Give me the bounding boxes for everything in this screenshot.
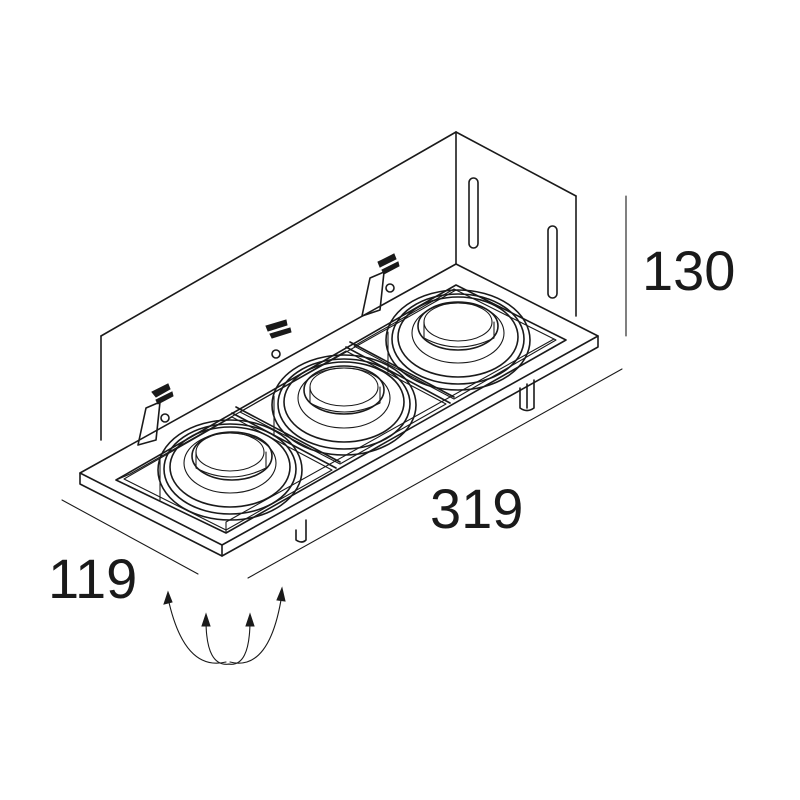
mounting-clip-right <box>361 253 400 317</box>
dimension-length-label: 319 <box>430 477 523 540</box>
mounting-clip-left <box>137 383 174 446</box>
spotlight-3 <box>385 289 531 391</box>
dimension-lines <box>61 195 627 579</box>
dimension-height-label: 130 <box>642 239 735 302</box>
dimension-depth-label: 119 <box>48 547 137 610</box>
housing-box <box>100 131 577 441</box>
spotlight-2 <box>271 354 417 456</box>
center-clip <box>265 319 292 359</box>
spotlight-1 <box>157 419 303 521</box>
support-legs <box>295 379 535 543</box>
tilt-arrows-icon <box>163 586 286 665</box>
